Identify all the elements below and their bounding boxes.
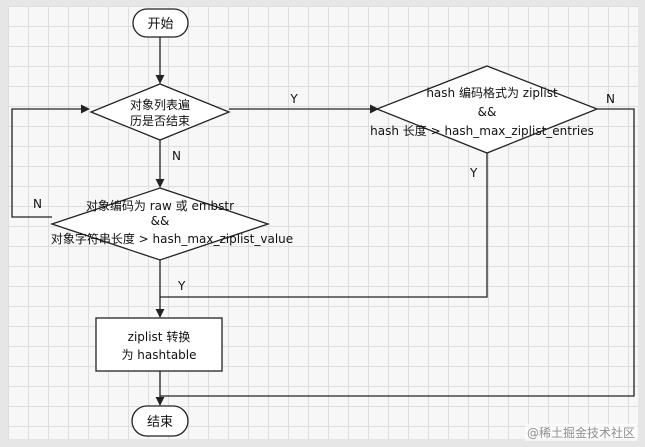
hash-check-line1: hash 编码格式为 ziplist	[426, 85, 558, 100]
edge-hash-no-to-end	[160, 108, 635, 397]
watermark-text: @稀土掘金技术社区	[524, 424, 637, 441]
loop-check-decision: 对象列表遍 历是否结束	[89, 83, 231, 141]
convert-line2: 为 hashtable	[121, 348, 196, 362]
edge-label-loop-no: N	[172, 149, 181, 163]
value-check-line1: 对象编码为 raw 或 embstr	[86, 198, 234, 213]
value-check-line2: &&	[151, 214, 170, 228]
hash-check-line2: &&	[478, 105, 497, 119]
convert-process-box: ziplist 转换 为 hashtable	[95, 317, 223, 372]
hash-check-decision: hash 编码格式为 ziplist && hash 长度 > hash_max…	[370, 65, 599, 154]
convert-line1: ziplist 转换	[128, 329, 191, 344]
end-node: 结束	[131, 405, 189, 437]
value-check-line3: 对象字符串长度 > hash_max_ziplist_value	[51, 231, 293, 246]
loop-check-line2: 历是否结束	[130, 114, 190, 128]
end-label: 结束	[147, 415, 173, 430]
edge-value-no-back-to-loop	[11, 104, 90, 218]
start-node: 开始	[132, 8, 189, 38]
edge-label-loop-yes: Y	[289, 92, 298, 106]
edge-label-value-no: N	[33, 197, 42, 211]
hash-check-line3: hash 长度 > hash_max_ziplist_entries	[370, 123, 594, 138]
edge-hash-yes-to-convert	[160, 153, 488, 298]
edge-label-value-yes: Y	[177, 279, 186, 293]
loop-check-line1: 对象列表遍	[130, 98, 190, 112]
edge-label-hash-no: N	[606, 92, 615, 106]
value-check-decision: 对象编码为 raw 或 embstr && 对象字符串长度 > hash_max…	[49, 187, 293, 261]
edge-label-hash-yes: Y	[469, 166, 478, 180]
start-label: 开始	[147, 17, 173, 32]
